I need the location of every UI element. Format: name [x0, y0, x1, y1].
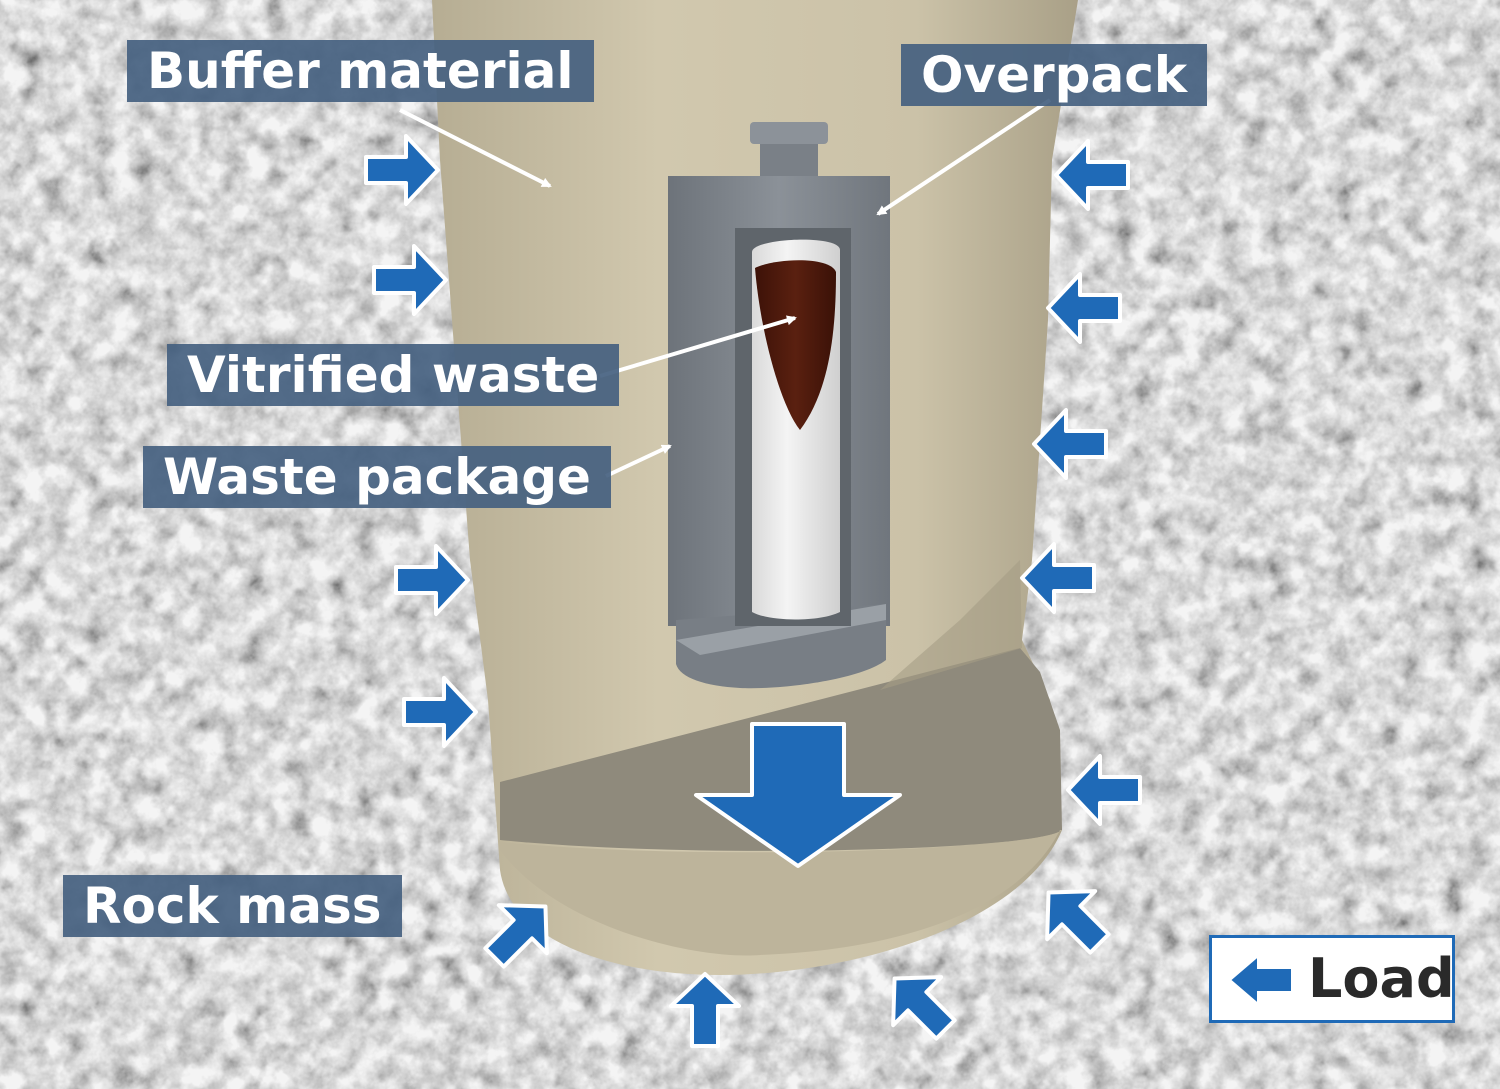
load-arrow-icon	[1045, 889, 1111, 955]
load-arrow-icon	[372, 244, 448, 316]
overpack-pointer	[876, 98, 1052, 216]
label-waste-package: Waste package	[143, 446, 611, 508]
load-arrow-icon	[1046, 272, 1122, 344]
waste-package-pointer	[605, 444, 672, 478]
overpack-lid-knob	[750, 122, 828, 144]
legend-label: Load	[1308, 947, 1455, 1010]
buffer-cut-upper-shade	[880, 560, 1022, 690]
vitrified-waste-core	[755, 260, 836, 430]
load-arrow-icon	[669, 972, 741, 1048]
load-arrow-icon	[402, 676, 478, 748]
load-arrow-icon	[1020, 542, 1096, 614]
legend-box: Load	[1209, 935, 1455, 1023]
buffer-material-pointer	[399, 108, 552, 188]
load-arrow-icon	[1054, 139, 1130, 211]
load-arrow-icon	[364, 134, 440, 206]
load-arrow-icon	[483, 903, 549, 969]
load-arrows	[364, 134, 1142, 1048]
load-arrow-icon	[1032, 408, 1108, 480]
label-buffer-material: Buffer material	[127, 40, 594, 102]
left-arrow-icon	[1228, 953, 1293, 1007]
buffer-cut-front	[500, 782, 1062, 956]
load-arrow-icon	[394, 544, 470, 616]
load-arrow-icon	[1066, 754, 1142, 826]
label-vitrified-waste: Vitrified waste	[167, 344, 620, 406]
gravity-load-arrow	[694, 722, 902, 868]
load-arrow-icon	[891, 975, 957, 1041]
vitrified-waste-pointer	[599, 315, 797, 378]
overpack-lid-knob-base	[760, 138, 818, 178]
label-overpack: Overpack	[901, 44, 1208, 106]
label-rock-mass: Rock mass	[63, 875, 402, 937]
